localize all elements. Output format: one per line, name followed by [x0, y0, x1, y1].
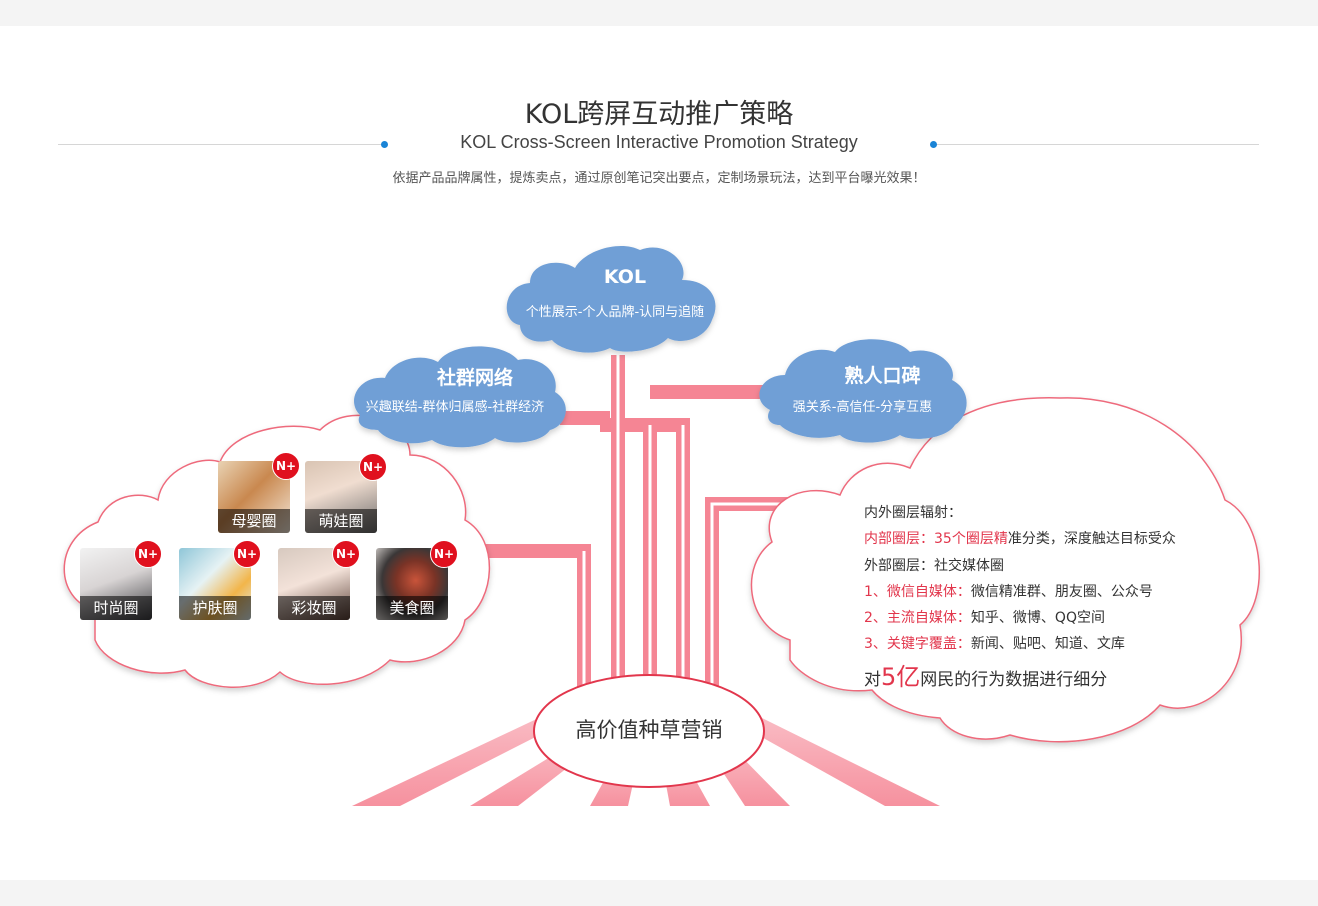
- info-final-post: 网民的行为数据进行细分: [920, 670, 1108, 690]
- info-item-1: 1、微信自媒体：微信精准群、朋友圈、公众号: [864, 581, 1153, 601]
- circle-label: 彩妆圈: [278, 596, 350, 620]
- n-plus-badge: N+: [430, 540, 458, 568]
- center-ellipse: [533, 674, 765, 788]
- circle-chip-muying[interactable]: 母婴圈: [218, 461, 290, 533]
- circle-label: 护肤圈: [179, 596, 251, 620]
- community-subtitle: 兴趣联结-群体归属感-社群经济: [365, 400, 545, 415]
- n-plus-badge: N+: [233, 540, 261, 568]
- circle-label: 萌娃圈: [305, 509, 377, 533]
- info-item-text: 微信精准群、朋友圈、公众号: [970, 584, 1153, 600]
- info-item-3: 3、关键字覆盖：新闻、贴吧、知道、文库: [864, 633, 1125, 653]
- n-plus-badge: N+: [272, 452, 300, 480]
- circle-label: 时尚圈: [80, 596, 152, 620]
- acquaintance-subtitle: 强关系-高信任-分享互惠: [792, 400, 933, 415]
- info-final-row: 对5亿网民的行为数据进行细分: [864, 657, 1107, 692]
- kol-title: KOL: [603, 266, 647, 288]
- n-plus-badge: N+: [134, 540, 162, 568]
- info-final-number: 5亿: [881, 663, 921, 691]
- kol-subtitle: 个性展示-个人品牌-认同与追随: [525, 305, 705, 320]
- info-inner-row: 内部圈层：35个圈层精准分类，深度触达目标受众: [864, 528, 1176, 548]
- info-item-label: 1、微信自媒体：: [864, 584, 971, 600]
- header-divider-right: [934, 144, 1259, 145]
- info-item-label: 3、关键字覆盖：: [864, 636, 971, 652]
- circle-label: 母婴圈: [218, 509, 290, 533]
- info-final-pre: 对: [864, 670, 881, 690]
- n-plus-badge: N+: [359, 453, 387, 481]
- info-item-text: 知乎、微博、QQ空间: [970, 610, 1105, 626]
- header-dot-right: [930, 141, 937, 148]
- page-description: 依据产品品牌属性，提炼卖点，通过原创笔记突出要点，定制场景玩法，达到平台曝光效果…: [392, 171, 926, 186]
- page-subtitle: KOL Cross-Screen Interactive Promotion S…: [460, 132, 858, 152]
- header-divider-left: [58, 144, 384, 145]
- circle-label: 美食圈: [376, 596, 448, 620]
- n-plus-badge: N+: [332, 540, 360, 568]
- header-dot-left: [381, 141, 388, 148]
- community-title: 社群网络: [436, 367, 513, 389]
- info-item-label: 2、主流自媒体：: [864, 610, 971, 626]
- info-outer-label: 外部圈层：社交媒体圈: [864, 558, 1004, 574]
- info-inner-text: 准分类，深度触达目标受众: [1007, 531, 1176, 547]
- info-inner-label: 内部圈层：35个圈层精: [864, 531, 1008, 547]
- info-item-2: 2、主流自媒体：知乎、微博、QQ空间: [864, 607, 1105, 627]
- info-item-text: 新闻、贴吧、知道、文库: [970, 636, 1125, 652]
- right-big-cloud: [750, 397, 1260, 743]
- community-cloud: [354, 346, 566, 448]
- center-label: 高价值种草营销: [575, 718, 723, 742]
- kol-cloud: [506, 246, 716, 353]
- page-title: KOL跨屏互动推广策略: [524, 99, 794, 130]
- acquaintance-title: 熟人口碑: [844, 365, 921, 387]
- acquaintance-cloud: [759, 339, 967, 443]
- info-heading: 内外圈层辐射：: [864, 505, 962, 521]
